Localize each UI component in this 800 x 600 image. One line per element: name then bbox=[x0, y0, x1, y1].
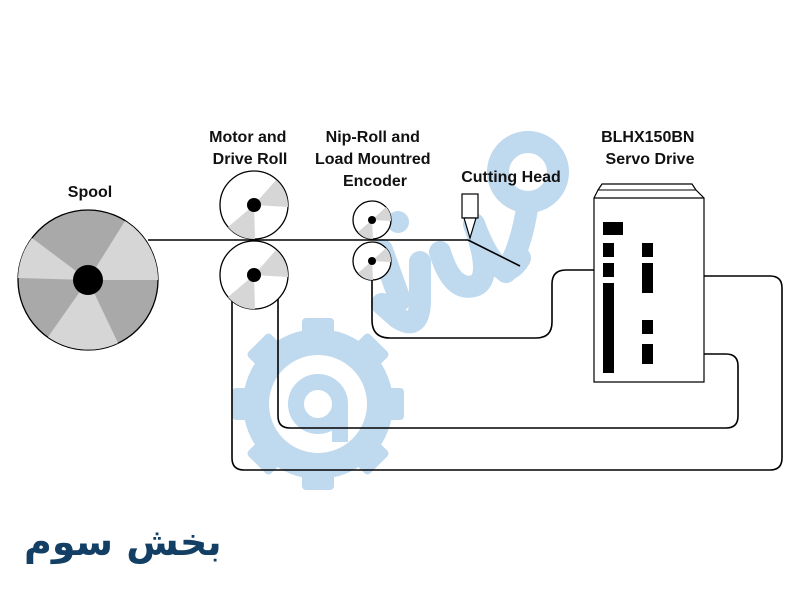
servo-drive-label: BLHX150BN Servo Drive bbox=[601, 129, 699, 168]
motor-feedback-cable bbox=[277, 290, 739, 429]
cut-guide-line bbox=[467, 239, 521, 267]
motor-label-line-1: Motor and bbox=[209, 129, 286, 146]
section-caption: بخش سوم bbox=[24, 520, 222, 564]
motor-label-line-2: Drive Roll bbox=[213, 151, 288, 168]
nip-roll-label-line-3: Encoder bbox=[343, 173, 407, 190]
nip-roll-label-line-1: Nip-Roll and bbox=[326, 129, 420, 146]
nip-roll-top-icon bbox=[352, 200, 392, 240]
wiring bbox=[148, 239, 783, 471]
motor-power-cable bbox=[231, 275, 783, 471]
drive-roll-top-icon bbox=[219, 170, 289, 240]
servo-drive-icon bbox=[593, 183, 705, 383]
cutting-head-icon bbox=[461, 193, 479, 241]
spool-icon bbox=[17, 209, 159, 351]
cutting-head-label: Cutting Head bbox=[461, 169, 561, 186]
spool-label: Spool bbox=[68, 184, 112, 201]
nip-roll-label: Nip-Roll and Load Mountred Encoder bbox=[315, 129, 435, 190]
servo-drive-label-line-2: Servo Drive bbox=[606, 151, 695, 168]
encoder-cable bbox=[371, 269, 607, 339]
drive-roll-bottom-icon bbox=[219, 240, 289, 310]
servo-drive-label-line-1: BLHX150BN bbox=[601, 129, 694, 146]
nip-roll-bottom-icon bbox=[352, 241, 392, 281]
motor-label: Motor and Drive Roll bbox=[209, 129, 291, 168]
nip-roll-label-line-2: Load Mountred bbox=[315, 151, 431, 168]
